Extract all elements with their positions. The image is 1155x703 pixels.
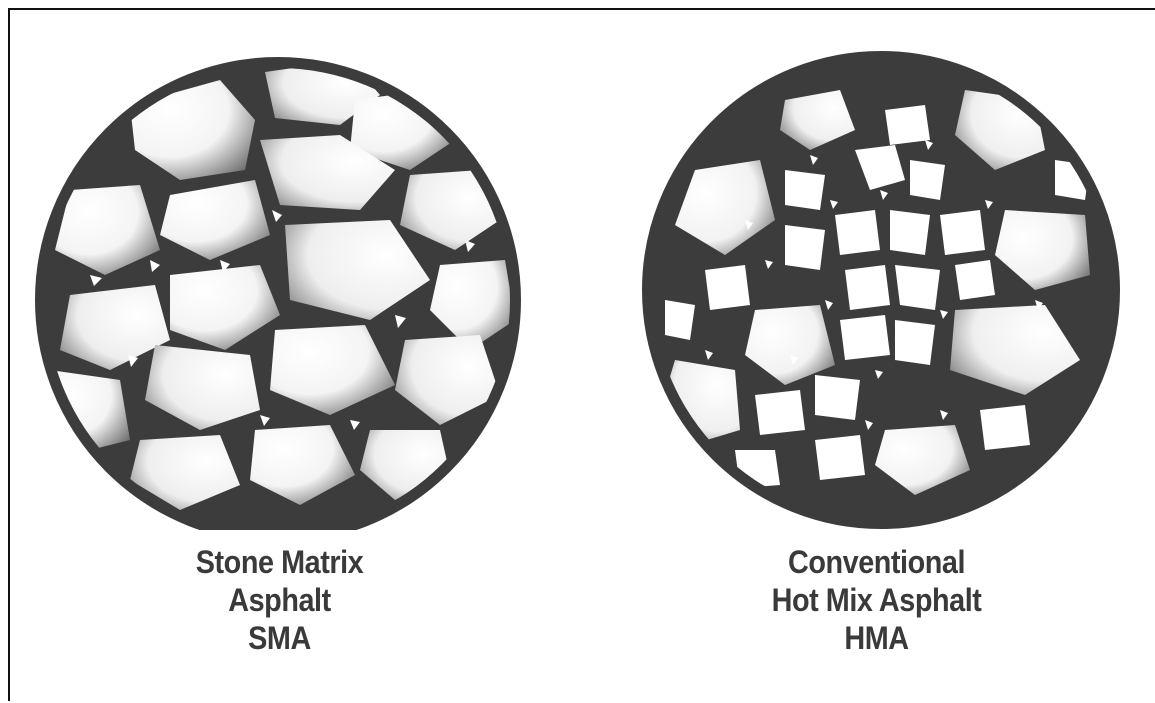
sma-cross-section <box>10 10 585 530</box>
sma-caption-line-1: Stone Matrix <box>21 543 539 581</box>
hma-caption: Conventional Hot Mix Asphalt HMA <box>618 543 1136 657</box>
sma-caption-line-3: SMA <box>21 619 539 657</box>
hma-cross-section <box>585 10 1155 530</box>
hma-caption-line-2: Hot Mix Asphalt <box>618 581 1136 619</box>
sma-figure: Stone Matrix Asphalt SMA <box>10 10 585 703</box>
sma-caption-line-2: Asphalt <box>21 581 539 619</box>
hma-caption-line-3: HMA <box>618 619 1136 657</box>
hma-caption-line-1: Conventional <box>618 543 1136 581</box>
hma-figure: Conventional Hot Mix Asphalt HMA <box>585 10 1155 703</box>
sma-caption: Stone Matrix Asphalt SMA <box>21 543 539 657</box>
figure-frame: Stone Matrix Asphalt SMA <box>8 8 1155 701</box>
